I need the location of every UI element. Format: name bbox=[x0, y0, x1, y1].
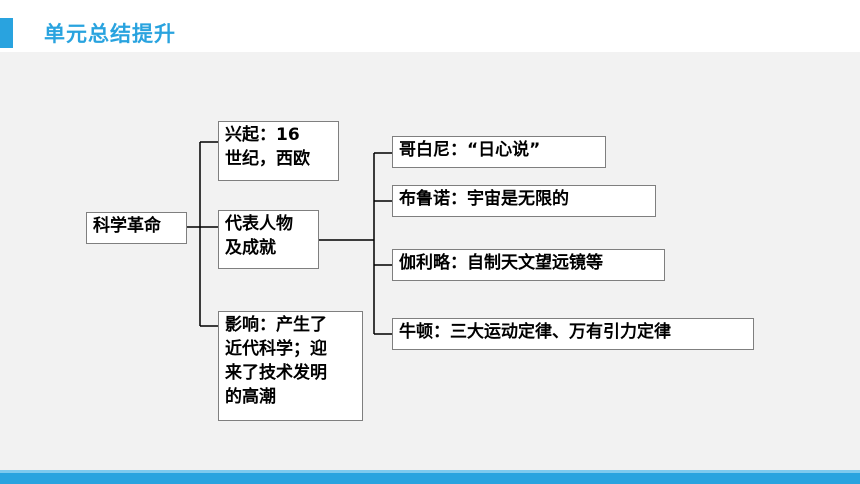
header: 单元总结提升 bbox=[0, 0, 860, 52]
figure-bruno: 布鲁诺：宇宙是无限的 bbox=[392, 185, 656, 217]
footer-highlight bbox=[0, 470, 860, 473]
branch-figures: 代表人物 及成就 bbox=[218, 210, 319, 269]
title-accent-bar bbox=[0, 18, 13, 48]
branch-rise: 兴起：16 世纪，西欧 bbox=[218, 121, 339, 181]
footer-bar bbox=[0, 470, 860, 484]
root-node: 科学革命 bbox=[86, 212, 187, 244]
branch-impact: 影响：产生了 近代科学；迎 来了技术发明 的高潮 bbox=[218, 311, 363, 421]
figure-copernicus: 哥白尼：“日心说” bbox=[392, 136, 606, 168]
figure-galileo: 伽利略：自制天文望远镜等 bbox=[392, 249, 665, 281]
figure-newton: 牛顿：三大运动定律、万有引力定律 bbox=[392, 318, 754, 350]
page-title: 单元总结提升 bbox=[44, 22, 176, 46]
